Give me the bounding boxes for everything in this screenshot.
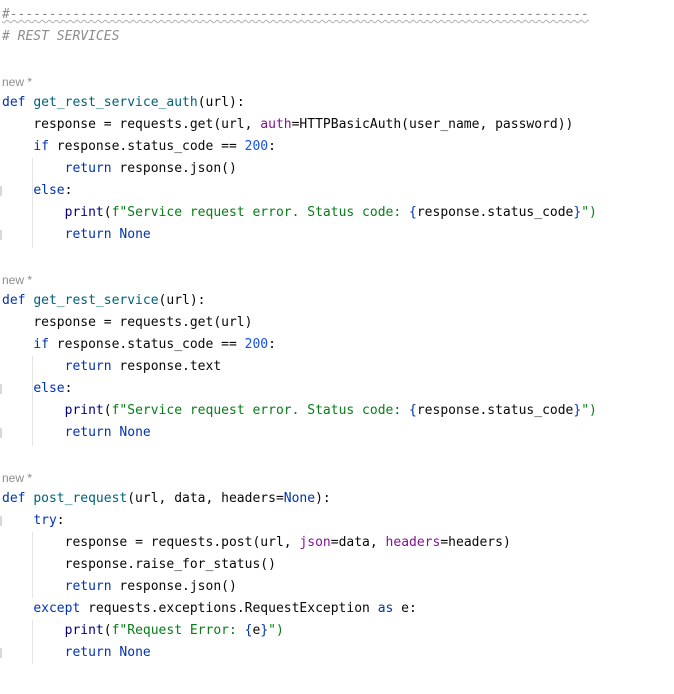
section-comment: # REST SERVICES xyxy=(2,29,120,44)
indent-guide xyxy=(32,620,33,664)
code-line: else: xyxy=(33,381,73,396)
code-line: return None xyxy=(64,227,151,242)
code-line: def post_request(url, data, headers=None… xyxy=(2,491,331,506)
code-line: response = requests.get(url, auth=HTTPBa… xyxy=(33,117,574,132)
fold-marker[interactable] xyxy=(0,186,2,196)
usage-hint[interactable]: new * xyxy=(2,75,33,89)
indent-guide xyxy=(32,532,33,598)
code-line: response = requests.post(url, json=data,… xyxy=(64,535,511,550)
fold-marker[interactable] xyxy=(0,230,2,240)
code-line: if response.status_code == 200: xyxy=(33,139,276,154)
function-name: get_rest_service xyxy=(33,293,159,308)
indent-guide xyxy=(32,356,33,446)
fold-marker[interactable] xyxy=(0,648,2,658)
code-line: response = requests.get(url) xyxy=(33,315,253,330)
function-name: post_request xyxy=(33,491,128,506)
function-name: get_rest_service_auth xyxy=(33,95,198,110)
indent-guide xyxy=(32,158,33,248)
code-line: def get_rest_service(url): xyxy=(2,293,206,308)
code-line: return response.json() xyxy=(64,161,237,176)
fold-marker[interactable] xyxy=(0,384,2,394)
code-line: return None xyxy=(64,645,151,660)
code-line: try: xyxy=(33,513,65,528)
code-line: return response.text xyxy=(64,359,222,374)
code-line: print(f"Request Error: {e}") xyxy=(64,623,284,638)
code-line: response.raise_for_status() xyxy=(64,557,276,572)
comment-rule: #---------------------------------------… xyxy=(2,7,589,22)
code-line: print(f"Service request error. Status co… xyxy=(64,205,597,220)
code-line: return None xyxy=(64,425,151,440)
fold-marker[interactable] xyxy=(0,516,2,526)
code-line: if response.status_code == 200: xyxy=(33,337,276,352)
usage-hint[interactable]: new * xyxy=(2,273,33,287)
usage-hint[interactable]: new * xyxy=(2,471,33,485)
code-line: else: xyxy=(33,183,73,198)
code-line: def get_rest_service_auth(url): xyxy=(2,95,245,110)
code-line: return response.json() xyxy=(64,579,237,594)
code-line: except requests.exceptions.RequestExcept… xyxy=(33,601,417,616)
code-line: print(f"Service request error. Status co… xyxy=(64,403,597,418)
fold-marker[interactable] xyxy=(0,428,2,438)
